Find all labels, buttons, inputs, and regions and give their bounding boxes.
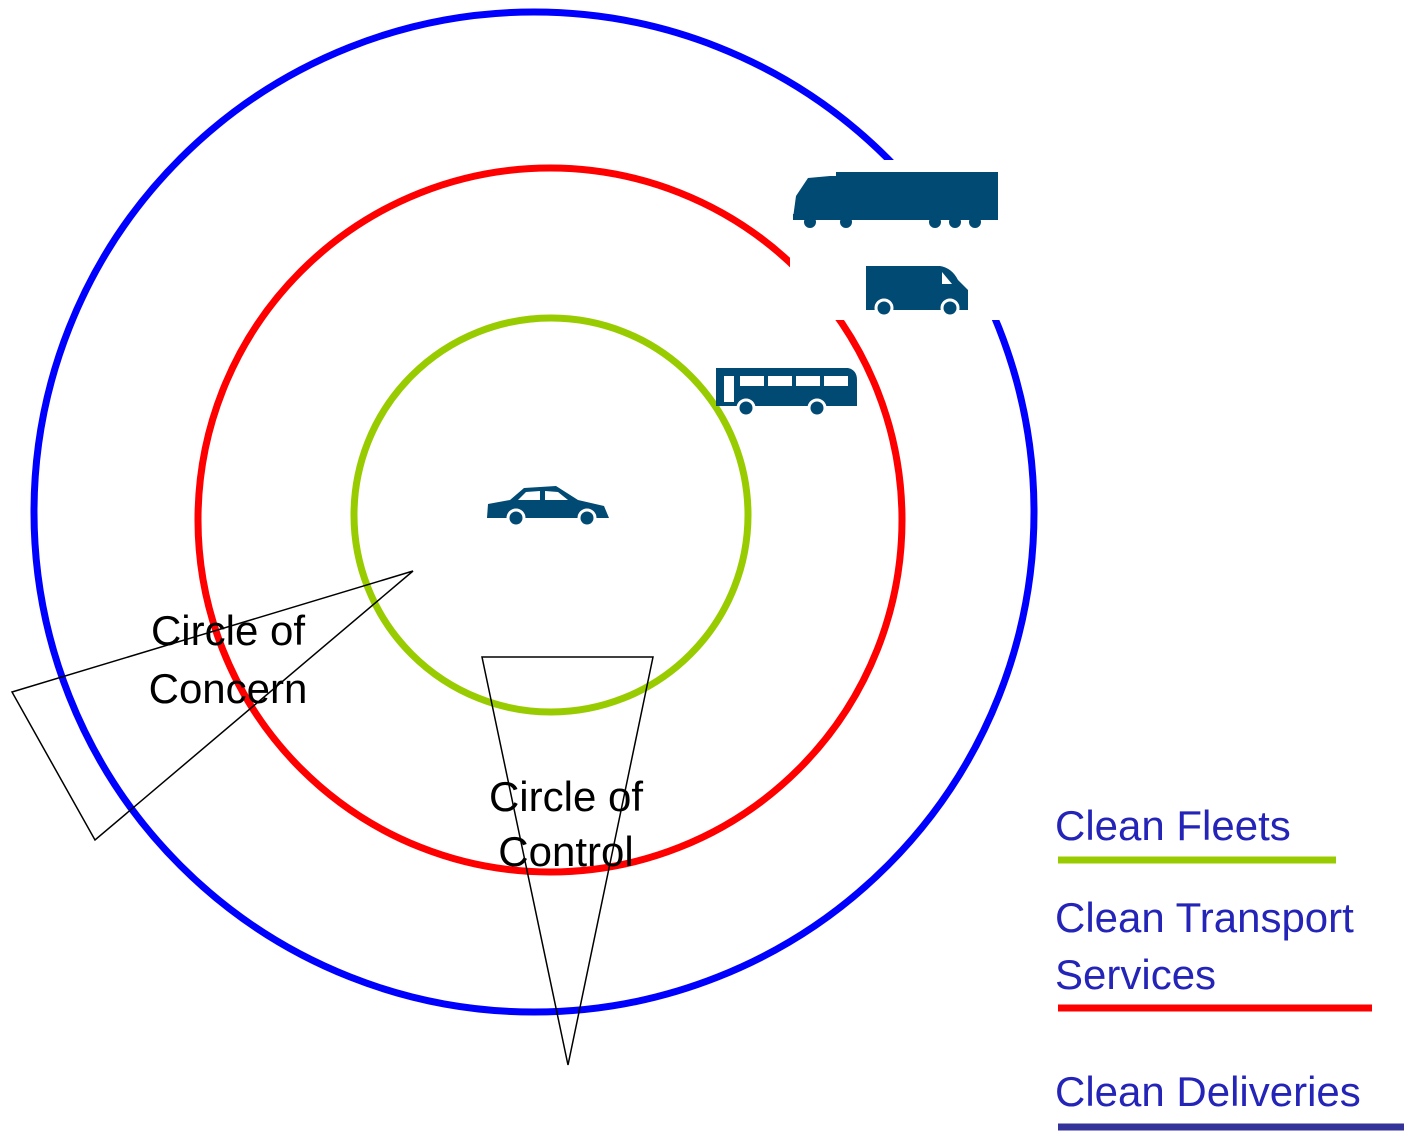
concern-label-line2: Concern xyxy=(149,665,308,712)
concern-label-line1: Circle of xyxy=(151,607,305,654)
legend-label-fleets: Clean Fleets xyxy=(1055,802,1291,849)
legend-label-transport-line2: Services xyxy=(1055,951,1216,998)
bus-icon xyxy=(716,368,857,418)
truck-icon xyxy=(793,172,998,228)
middle-ring xyxy=(194,164,906,876)
control-label-line2: Control xyxy=(498,828,633,875)
control-callout-pointer xyxy=(481,656,654,1066)
van-icon xyxy=(866,266,968,318)
car-icon xyxy=(487,486,609,528)
concern-callout-pointer xyxy=(10,570,414,842)
outer-ring xyxy=(30,8,1038,1016)
legend-label-transport-line1: Clean Transport xyxy=(1055,894,1354,941)
legend-label-deliveries: Clean Deliveries xyxy=(1055,1068,1361,1115)
legend: Clean Fleets Clean Transport Services Cl… xyxy=(1055,802,1404,1131)
inner-ring xyxy=(350,314,752,716)
control-label-line1: Circle of xyxy=(489,773,643,820)
